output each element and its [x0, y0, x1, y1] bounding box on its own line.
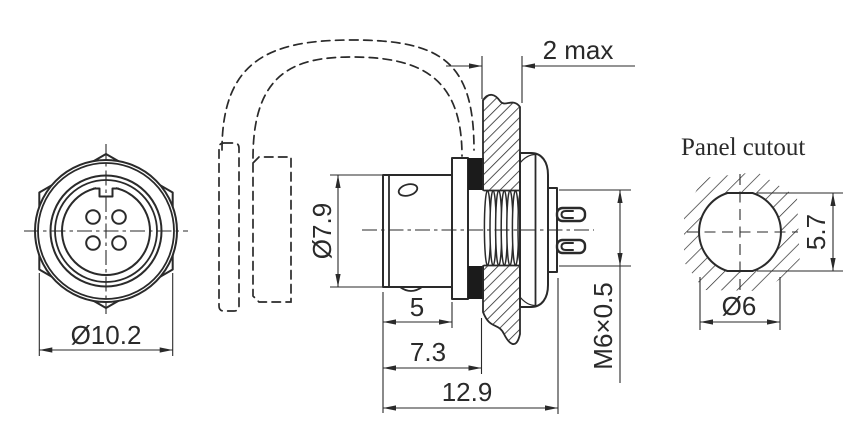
keyway-mask: [96, 183, 116, 195]
dim-label-body-length: 5: [410, 292, 424, 322]
solder-pin-top: [555, 206, 587, 223]
panel-cutout-view: Panel cutout 5.7 Ø6: [681, 134, 843, 330]
barrel-vent-hole: [397, 183, 419, 197]
panel-upper-hatch: [483, 94, 520, 190]
cap-strap-outer: [221, 39, 475, 151]
dim-overall-length: 12.9: [383, 278, 559, 414]
pin-circle: [111, 209, 127, 225]
panel-cutout-title: Panel cutout: [681, 134, 805, 161]
dim-label-front-to-panel: 7.3: [410, 337, 446, 367]
hex-nut-chamfer-top: [519, 153, 536, 164]
dim-hole-diameter: Ø6: [699, 277, 781, 330]
solder-cup-detail: [560, 242, 574, 251]
dim-label-panel-thickness: 2 max: [543, 35, 614, 65]
barrel-bottom-notch: [399, 286, 423, 292]
cap-strap-inner: [252, 56, 463, 159]
thread-section: [483, 189, 525, 267]
hex-nut-chamfer-bottom: [519, 296, 536, 307]
dim-flat-height: 5.7: [757, 192, 843, 272]
dim-body-length: 5: [382, 292, 453, 413]
panel-lower-outline: [482, 265, 521, 345]
dust-cap-plug: [252, 156, 292, 303]
gasket-lower: [468, 266, 484, 299]
dim-label-thread-spec: M6×0.5: [588, 282, 618, 369]
side-view: Ø7.9 2 max 5 7.3 12.9: [218, 35, 635, 414]
dim-label-outer-diameter: Ø10.2: [71, 320, 142, 350]
dim-thread-spec: M6×0.5: [559, 189, 631, 383]
body-barrel: [382, 174, 453, 288]
pin-circle: [85, 235, 101, 251]
mounting-flange: [451, 157, 469, 300]
front-view: Ø10.2: [24, 144, 188, 356]
panel-upper-outline: [482, 93, 521, 191]
dim-front-to-panel: 7.3: [383, 318, 483, 374]
solder-pin-bottom: [555, 238, 587, 255]
pin-circle: [85, 209, 101, 225]
pin-circle: [111, 235, 127, 251]
dim-outer-diameter: Ø10.2: [38, 273, 174, 356]
panel-lower-hatch: [483, 266, 520, 345]
panel-section: [482, 93, 521, 345]
dim-panel-thickness: 2 max: [446, 35, 635, 103]
dim-label-flat-height: 5.7: [801, 214, 831, 250]
dust-cap-outline: [218, 142, 240, 312]
keyway-notch: [93, 187, 119, 198]
dim-body-diameter: Ø7.9: [307, 174, 384, 288]
solder-cup-detail: [560, 210, 574, 219]
dim-label-body-diameter: Ø7.9: [307, 203, 337, 259]
gasket-upper: [468, 158, 484, 190]
dim-label-hole-diameter: Ø6: [722, 291, 757, 321]
dim-label-overall-length: 12.9: [442, 377, 493, 407]
